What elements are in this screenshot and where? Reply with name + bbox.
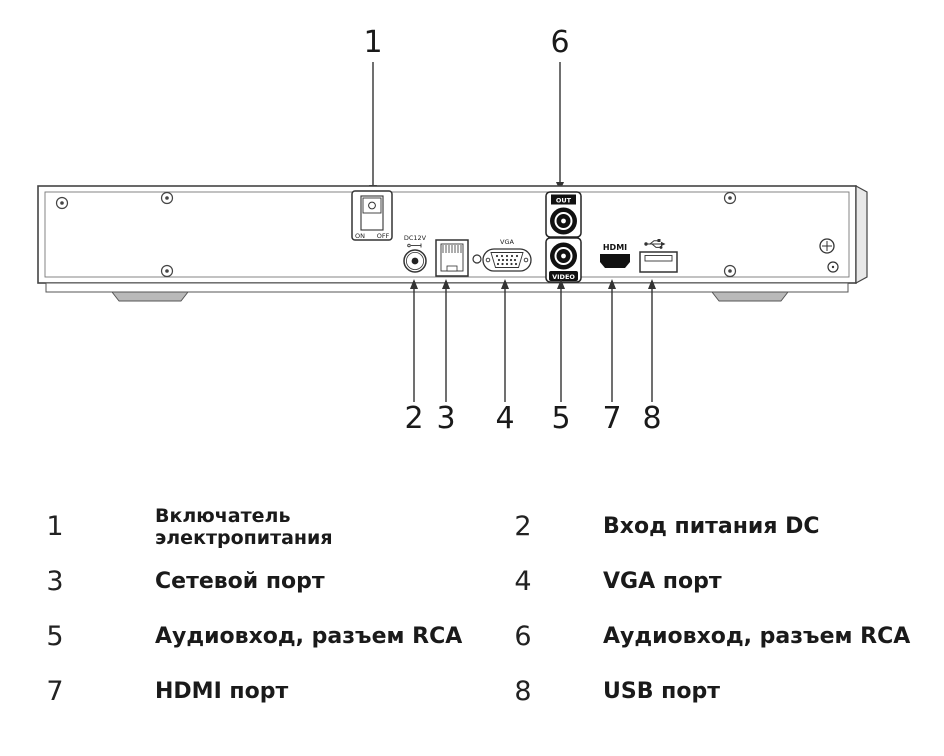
legend-number: 5 [46, 621, 64, 652]
legend-label-hdmi-port: HDMI порт [155, 679, 289, 704]
hdmi-connector [600, 254, 630, 268]
callout-5: 5 [551, 279, 571, 436]
power-switch: ON OFF [351, 190, 393, 241]
legend-number: 2 [514, 511, 532, 542]
callout-arrowhead-8 [648, 279, 656, 289]
legend-number: 4 [514, 566, 532, 597]
callout-number-5: 5 [551, 401, 570, 436]
hdmi-label: HDMI [603, 243, 627, 252]
legend-label-power-switch: Включатель электропитания [155, 504, 333, 549]
switch-on-label: ON [355, 232, 365, 240]
vga-screw-right [523, 257, 529, 263]
dc-jack-ring [405, 251, 424, 270]
legend-number: 8 [514, 676, 532, 707]
callout-arrowhead-5 [557, 279, 565, 289]
callout-number-1: 1 [363, 25, 382, 60]
callout-number-3: 3 [436, 401, 455, 436]
device-rear-panel-drawing: 1 6 [37, 25, 868, 436]
rca-out-label: OUT [556, 197, 572, 205]
legend-row: 5 Аудиовход, разъем RCA 6 Аудиовход, раз… [0, 609, 944, 664]
chassis-side-edge [855, 184, 868, 285]
callout-1: 1 [363, 25, 383, 194]
callout-arrowhead-7 [608, 279, 616, 289]
dc-power-jack: DC12V [403, 234, 427, 273]
callout-number-7: 7 [602, 401, 621, 436]
switch-off-label: OFF [377, 232, 390, 240]
callout-number-8: 8 [642, 401, 661, 436]
vga-screw-left [485, 257, 491, 263]
ground-cross [822, 241, 832, 251]
callout-2: 2 [404, 279, 424, 436]
legend-label-vga-port: VGA порт [603, 569, 722, 594]
callout-arrowhead-3 [442, 279, 450, 289]
legend-label-network-port: Сетевой порт [155, 569, 325, 594]
callout-7: 7 [602, 279, 622, 436]
legend-label-dc-input: Вход питания DC [603, 514, 820, 539]
usb-icon [644, 239, 666, 249]
legend-number: 1 [46, 511, 64, 542]
rca-out-pin [561, 218, 566, 224]
legend-label-usb-port: USB порт [603, 679, 720, 704]
callout-8: 8 [642, 279, 662, 436]
screw-dot [165, 269, 169, 273]
callout-number-4: 4 [495, 401, 514, 436]
legend: 1 Включатель электропитания 2 Вход питан… [0, 499, 944, 719]
power-switch-rocker [362, 197, 382, 214]
rca-out-ring [554, 212, 573, 230]
legend-number: 7 [46, 676, 64, 707]
rj45-pins [442, 245, 462, 253]
legend-row: 3 Сетевой порт 4 VGA порт [0, 554, 944, 609]
dc12v-label: DC12V [404, 234, 427, 242]
dc-jack-pin [411, 257, 419, 265]
vga-port: VGA [482, 238, 532, 272]
chassis-foot-right [711, 291, 789, 302]
rca-video-label: VIDEO [552, 273, 575, 281]
rca-video-label-bar [549, 271, 578, 281]
usb-socket-outline [639, 251, 678, 273]
legend-label-audio-in-rca: Аудиовход, разъем RCA [603, 624, 911, 649]
vga-label: VGA [500, 238, 514, 246]
legend-row: 7 HDMI порт 8 USB порт [0, 664, 944, 719]
screw-dot [728, 196, 732, 200]
hdmi-port: HDMI [600, 243, 630, 268]
callout-3: 3 [436, 279, 456, 436]
legend-number: 3 [46, 566, 64, 597]
rca-out-label-bar [551, 194, 576, 205]
legend-row: 1 Включатель электропитания 2 Вход питан… [0, 499, 944, 554]
vga-pins [495, 254, 519, 266]
ground-screw-dot [831, 265, 835, 269]
screw-dot [165, 196, 169, 200]
screw-dot [60, 201, 64, 205]
dc-plug-icon [407, 243, 422, 248]
ground-screw [819, 238, 839, 273]
callout-number-2: 2 [404, 401, 423, 436]
rca-audio-out-port: OUT [545, 191, 582, 238]
rca-video-port: VIDEO [545, 237, 582, 283]
rca-video-ring [554, 247, 573, 265]
rca-video-pin [561, 253, 566, 259]
callout-arrowhead-4 [501, 279, 509, 289]
callout-arrowhead-2 [410, 279, 418, 289]
reset-hole [472, 254, 482, 264]
power-switch-o-mark [368, 201, 376, 210]
vga-dsub [490, 252, 524, 268]
legend-label-audio-in-rca: Аудиовход, разъем RCA [155, 624, 463, 649]
callout-4: 4 [495, 279, 515, 436]
callout-6: 6 [550, 25, 570, 191]
screw-dot [728, 269, 732, 273]
usb-socket-tongue [644, 255, 673, 262]
legend-number: 6 [514, 621, 532, 652]
usb-port [639, 239, 678, 273]
chassis-foot-left [111, 291, 189, 302]
rj45-clip [446, 265, 458, 272]
callout-number-6: 6 [550, 25, 569, 60]
chassis-inner-outline [44, 191, 850, 278]
panel-screws [55, 191, 737, 278]
ethernet-port [435, 239, 469, 277]
